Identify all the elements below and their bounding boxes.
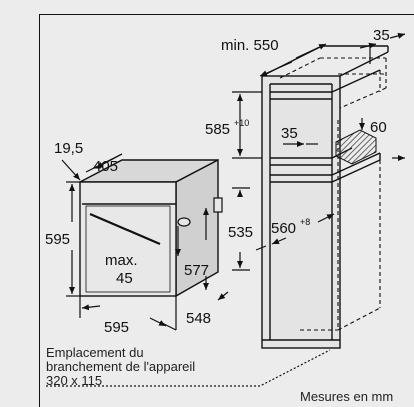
dim-max-label: max.	[105, 252, 138, 269]
dim-560: 560	[271, 220, 296, 237]
cabinet-drawing	[261, 45, 389, 349]
dim-405: 405	[93, 158, 118, 175]
dim-35-mid: 35	[281, 125, 298, 142]
dimension-lines	[61, 32, 406, 331]
dim-19-5: 19,5	[54, 140, 83, 157]
dim-max-value: 45	[116, 270, 133, 287]
dim-560-tolerance: +8	[300, 217, 310, 227]
dim-min-550: min. 550	[221, 37, 279, 54]
dim-548: 548	[186, 310, 211, 327]
dim-577: 577	[184, 262, 209, 279]
dim-585-tolerance: +10	[234, 118, 249, 128]
dim-595-height: 595	[45, 231, 70, 248]
oven-drawing	[79, 158, 219, 298]
oven-back-flange	[177, 197, 223, 227]
dim-535: 535	[228, 224, 253, 241]
caption-line-1: Emplacement du	[46, 345, 144, 360]
dim-60: 60	[370, 119, 387, 136]
connection-leader-line	[46, 349, 331, 387]
vent-opening	[335, 129, 377, 165]
dim-595-width: 595	[104, 319, 129, 336]
caption-line-3: 320 x 115	[46, 373, 102, 388]
dim-35-top: 35	[373, 27, 390, 44]
caption-line-2: branchement de l'appareil	[46, 359, 195, 374]
dim-585: 585	[205, 121, 230, 138]
units-note: Mesures en mm	[300, 389, 393, 404]
